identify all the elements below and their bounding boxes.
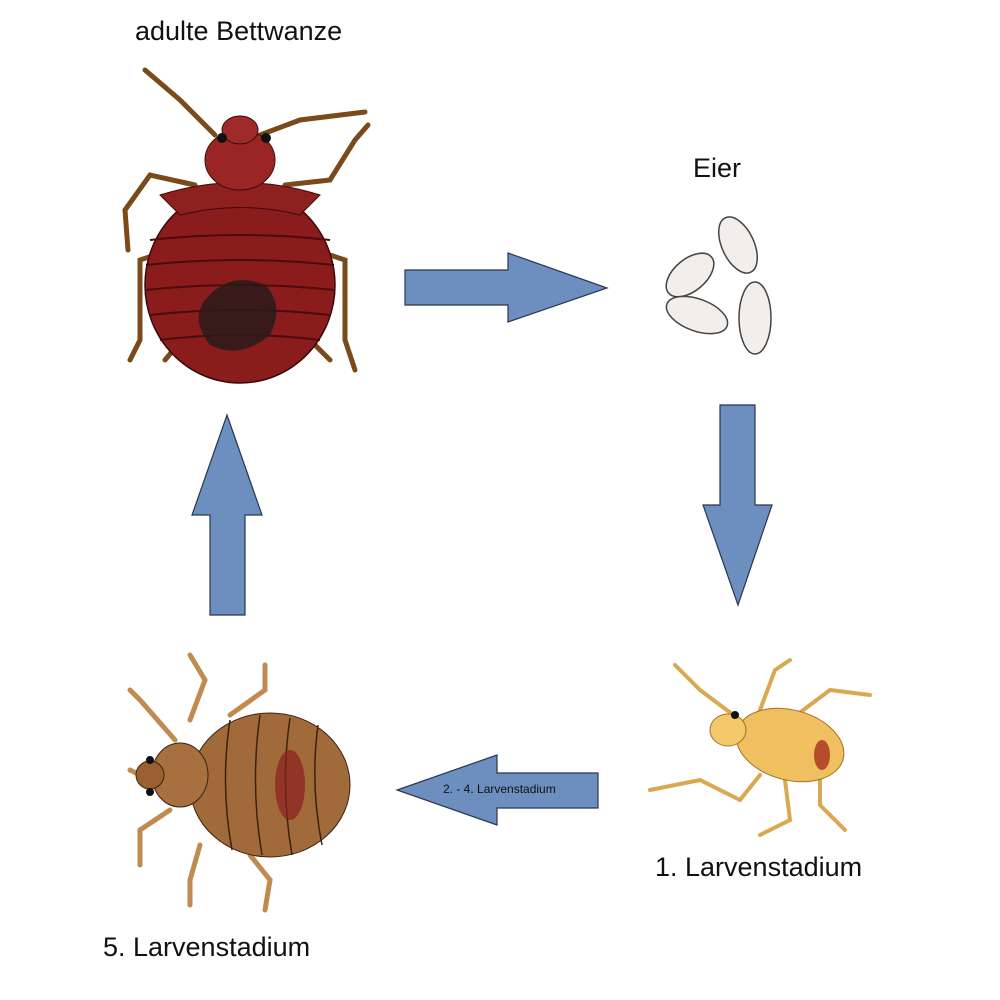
arrow-up [191, 413, 263, 616]
label-stage2-4: 2. - 4. Larvenstadium [443, 782, 556, 796]
label-stage1: 1. Larvenstadium [655, 852, 863, 882]
label-adult: adulte Bettwanze [135, 16, 343, 46]
arrow-down [702, 404, 773, 607]
arrow-right [404, 252, 609, 323]
fifth-instar-illustration [127, 652, 351, 913]
arrow-left [395, 754, 599, 826]
label-stage5: 5. Larvenstadium [103, 932, 311, 962]
adult-bedbug-body [144, 115, 336, 384]
label-eggs: Eier [693, 153, 742, 183]
first-instar-illustration [648, 658, 872, 837]
eggs-illustration [665, 216, 772, 355]
